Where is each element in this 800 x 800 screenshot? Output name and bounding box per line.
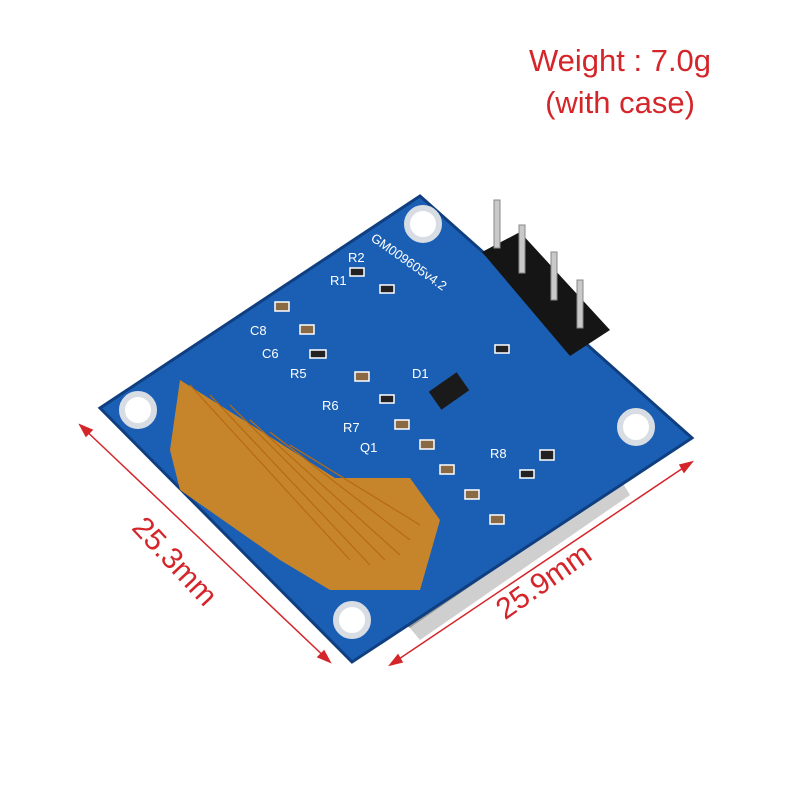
- smd-components: [274, 267, 555, 525]
- header-pins: [482, 199, 610, 356]
- weight-text: Weight : 7.0g: [528, 43, 712, 78]
- svg-text:R1: R1: [330, 273, 347, 288]
- svg-text:C6: C6: [262, 346, 279, 361]
- svg-text:R5: R5: [290, 366, 307, 381]
- weight-caption: Weight : 7.0g (with case): [470, 40, 770, 124]
- dimension-line-left: [78, 423, 332, 664]
- flex-traces: [189, 384, 421, 566]
- transistor-q1: [428, 372, 470, 410]
- svg-text:R2: R2: [348, 250, 365, 265]
- dimension-line-right: [388, 460, 694, 667]
- svg-text:C8: C8: [250, 323, 267, 338]
- svg-text:R7: R7: [343, 420, 360, 435]
- with-case-text: (with case): [545, 85, 695, 120]
- svg-text:R8: R8: [490, 446, 507, 461]
- svg-text:R6: R6: [322, 398, 339, 413]
- flex-cable: [170, 380, 440, 590]
- svg-text:D1: D1: [412, 366, 429, 381]
- mounting-holes: [119, 205, 655, 639]
- svg-text:Q1: Q1: [360, 440, 377, 455]
